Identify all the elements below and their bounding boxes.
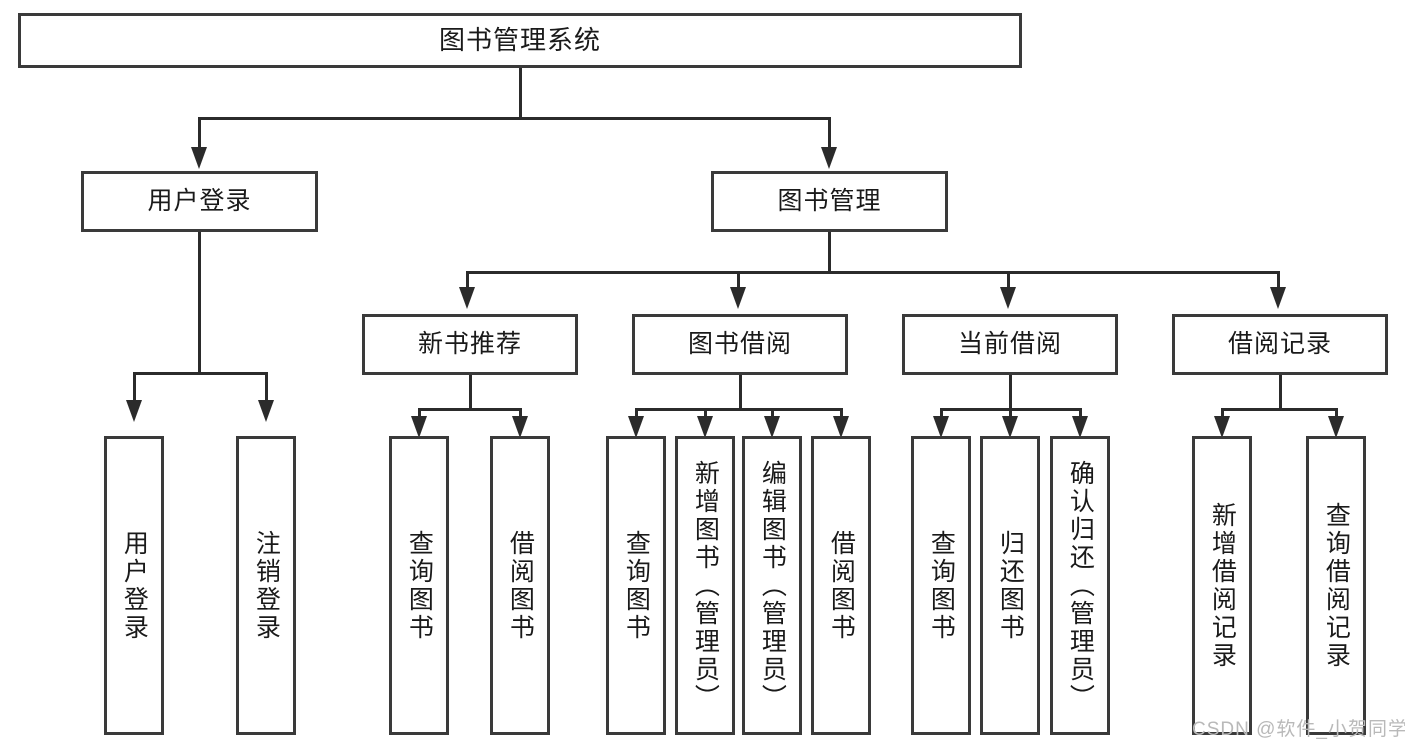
- node-label: 用户登录: [120, 529, 149, 642]
- arrowhead-level3-4: [1270, 287, 1286, 309]
- edge-br-drop-1: [1221, 408, 1224, 420]
- node-label: 新增借阅记录: [1208, 501, 1237, 670]
- node-label: 图书管理系统: [438, 25, 601, 56]
- node-label: 归还图书: [996, 529, 1025, 642]
- node-label: 注销登录: [252, 529, 281, 642]
- node-root-book-management-system[interactable]: 图书管理系统: [18, 13, 1022, 68]
- leaf-edit-book-admin[interactable]: 编辑图书（管理员）: [742, 436, 802, 735]
- leaf-query-book-bb[interactable]: 查询图书: [606, 436, 666, 735]
- edge-root-bus: [198, 117, 831, 120]
- arrowhead-user-login-leaf-2: [258, 400, 274, 422]
- edge-bm-drop-4: [1277, 271, 1280, 287]
- leaf-confirm-return-admin[interactable]: 确认归还（管理员）: [1050, 436, 1110, 735]
- arrowhead-bb-leaf-2: [697, 416, 713, 438]
- node-label: 图书管理: [777, 186, 882, 215]
- edge-nbr-bus: [418, 408, 522, 411]
- edge-bb-stem: [739, 375, 742, 408]
- node-label: 查询图书: [622, 529, 651, 642]
- edge-bm-drop-3: [1007, 271, 1010, 287]
- arrowhead-level3-2: [730, 287, 746, 309]
- node-label: 借阅图书: [827, 529, 856, 642]
- leaf-user-login[interactable]: 用户登录: [104, 436, 164, 735]
- edge-nbr-drop-1: [418, 408, 421, 420]
- node-label: 用户登录: [147, 186, 252, 215]
- edge-user-login-drop-2: [265, 372, 268, 400]
- leaf-logout[interactable]: 注销登录: [236, 436, 296, 735]
- edge-bm-drop-2: [737, 271, 740, 287]
- node-label: 借阅图书: [506, 529, 535, 642]
- node-book-borrow[interactable]: 图书借阅: [632, 314, 848, 375]
- edge-book-management-bus: [466, 271, 1280, 274]
- leaf-add-borrow-record[interactable]: 新增借阅记录: [1192, 436, 1252, 735]
- leaf-add-book-admin[interactable]: 新增图书（管理员）: [675, 436, 735, 735]
- edge-book-management-stem: [828, 232, 831, 271]
- edge-nbr-stem: [469, 375, 472, 408]
- edge-bb-drop-3: [771, 408, 774, 420]
- arrowhead-cb-leaf-2: [1002, 416, 1018, 438]
- node-label: 确认归还（管理员）: [1066, 459, 1095, 712]
- arrowhead-cb-leaf-1: [933, 416, 949, 438]
- node-book-management[interactable]: 图书管理: [711, 171, 948, 232]
- node-user-login[interactable]: 用户登录: [81, 171, 318, 232]
- edge-user-login-stem: [198, 232, 201, 372]
- edge-bb-drop-4: [840, 408, 843, 420]
- node-current-borrow[interactable]: 当前借阅: [902, 314, 1118, 375]
- arrowhead-user-login: [191, 147, 207, 169]
- node-label: 新书推荐: [417, 329, 522, 358]
- edge-user-login-bus: [133, 372, 268, 375]
- arrowhead-book-management: [821, 147, 837, 169]
- edge-user-login-drop-1: [133, 372, 136, 400]
- node-label: 当前借阅: [957, 329, 1062, 358]
- edge-cb-drop-2: [1009, 408, 1012, 420]
- leaf-query-borrow-record[interactable]: 查询借阅记录: [1306, 436, 1366, 735]
- edge-cb-stem: [1009, 375, 1012, 408]
- node-borrow-record[interactable]: 借阅记录: [1172, 314, 1388, 375]
- edge-root-to-book-management: [828, 117, 831, 147]
- arrowhead-bb-leaf-4: [833, 416, 849, 438]
- node-label: 查询图书: [927, 529, 956, 642]
- arrowhead-bb-leaf-1: [628, 416, 644, 438]
- edge-bb-drop-1: [635, 408, 638, 420]
- arrowhead-level3-1: [459, 287, 475, 309]
- node-label: 查询图书: [405, 529, 434, 642]
- edge-cb-drop-1: [940, 408, 943, 420]
- leaf-borrow-book-nbr[interactable]: 借阅图书: [490, 436, 550, 735]
- arrowhead-cb-leaf-3: [1072, 416, 1088, 438]
- edge-nbr-drop-2: [519, 408, 522, 420]
- leaf-return-book[interactable]: 归还图书: [980, 436, 1040, 735]
- edge-br-drop-2: [1335, 408, 1338, 420]
- node-label: 编辑图书（管理员）: [758, 459, 787, 712]
- arrowhead-br-leaf-2: [1328, 416, 1344, 438]
- arrowhead-nbr-leaf-2: [512, 416, 528, 438]
- edge-br-stem: [1279, 375, 1282, 408]
- leaf-query-book-cb[interactable]: 查询图书: [911, 436, 971, 735]
- arrowhead-br-leaf-1: [1214, 416, 1230, 438]
- edge-bb-drop-2: [704, 408, 707, 420]
- arrowhead-user-login-leaf-1: [126, 400, 142, 422]
- edge-bm-drop-1: [466, 271, 469, 287]
- node-new-book-recommend[interactable]: 新书推荐: [362, 314, 578, 375]
- arrowhead-bb-leaf-3: [764, 416, 780, 438]
- node-label: 新增图书（管理员）: [691, 459, 720, 712]
- edge-bb-bus: [635, 408, 843, 411]
- edge-root-stem: [519, 68, 522, 117]
- edge-cb-drop-3: [1079, 408, 1082, 420]
- arrowhead-level3-3: [1000, 287, 1016, 309]
- leaf-borrow-book-bb[interactable]: 借阅图书: [811, 436, 871, 735]
- edge-root-to-user-login: [198, 117, 201, 147]
- node-label: 查询借阅记录: [1322, 501, 1351, 670]
- edge-br-bus: [1221, 408, 1338, 411]
- node-label: 借阅记录: [1227, 329, 1332, 358]
- node-label: 图书借阅: [687, 329, 792, 358]
- leaf-query-book-nbr[interactable]: 查询图书: [389, 436, 449, 735]
- arrowhead-nbr-leaf-1: [411, 416, 427, 438]
